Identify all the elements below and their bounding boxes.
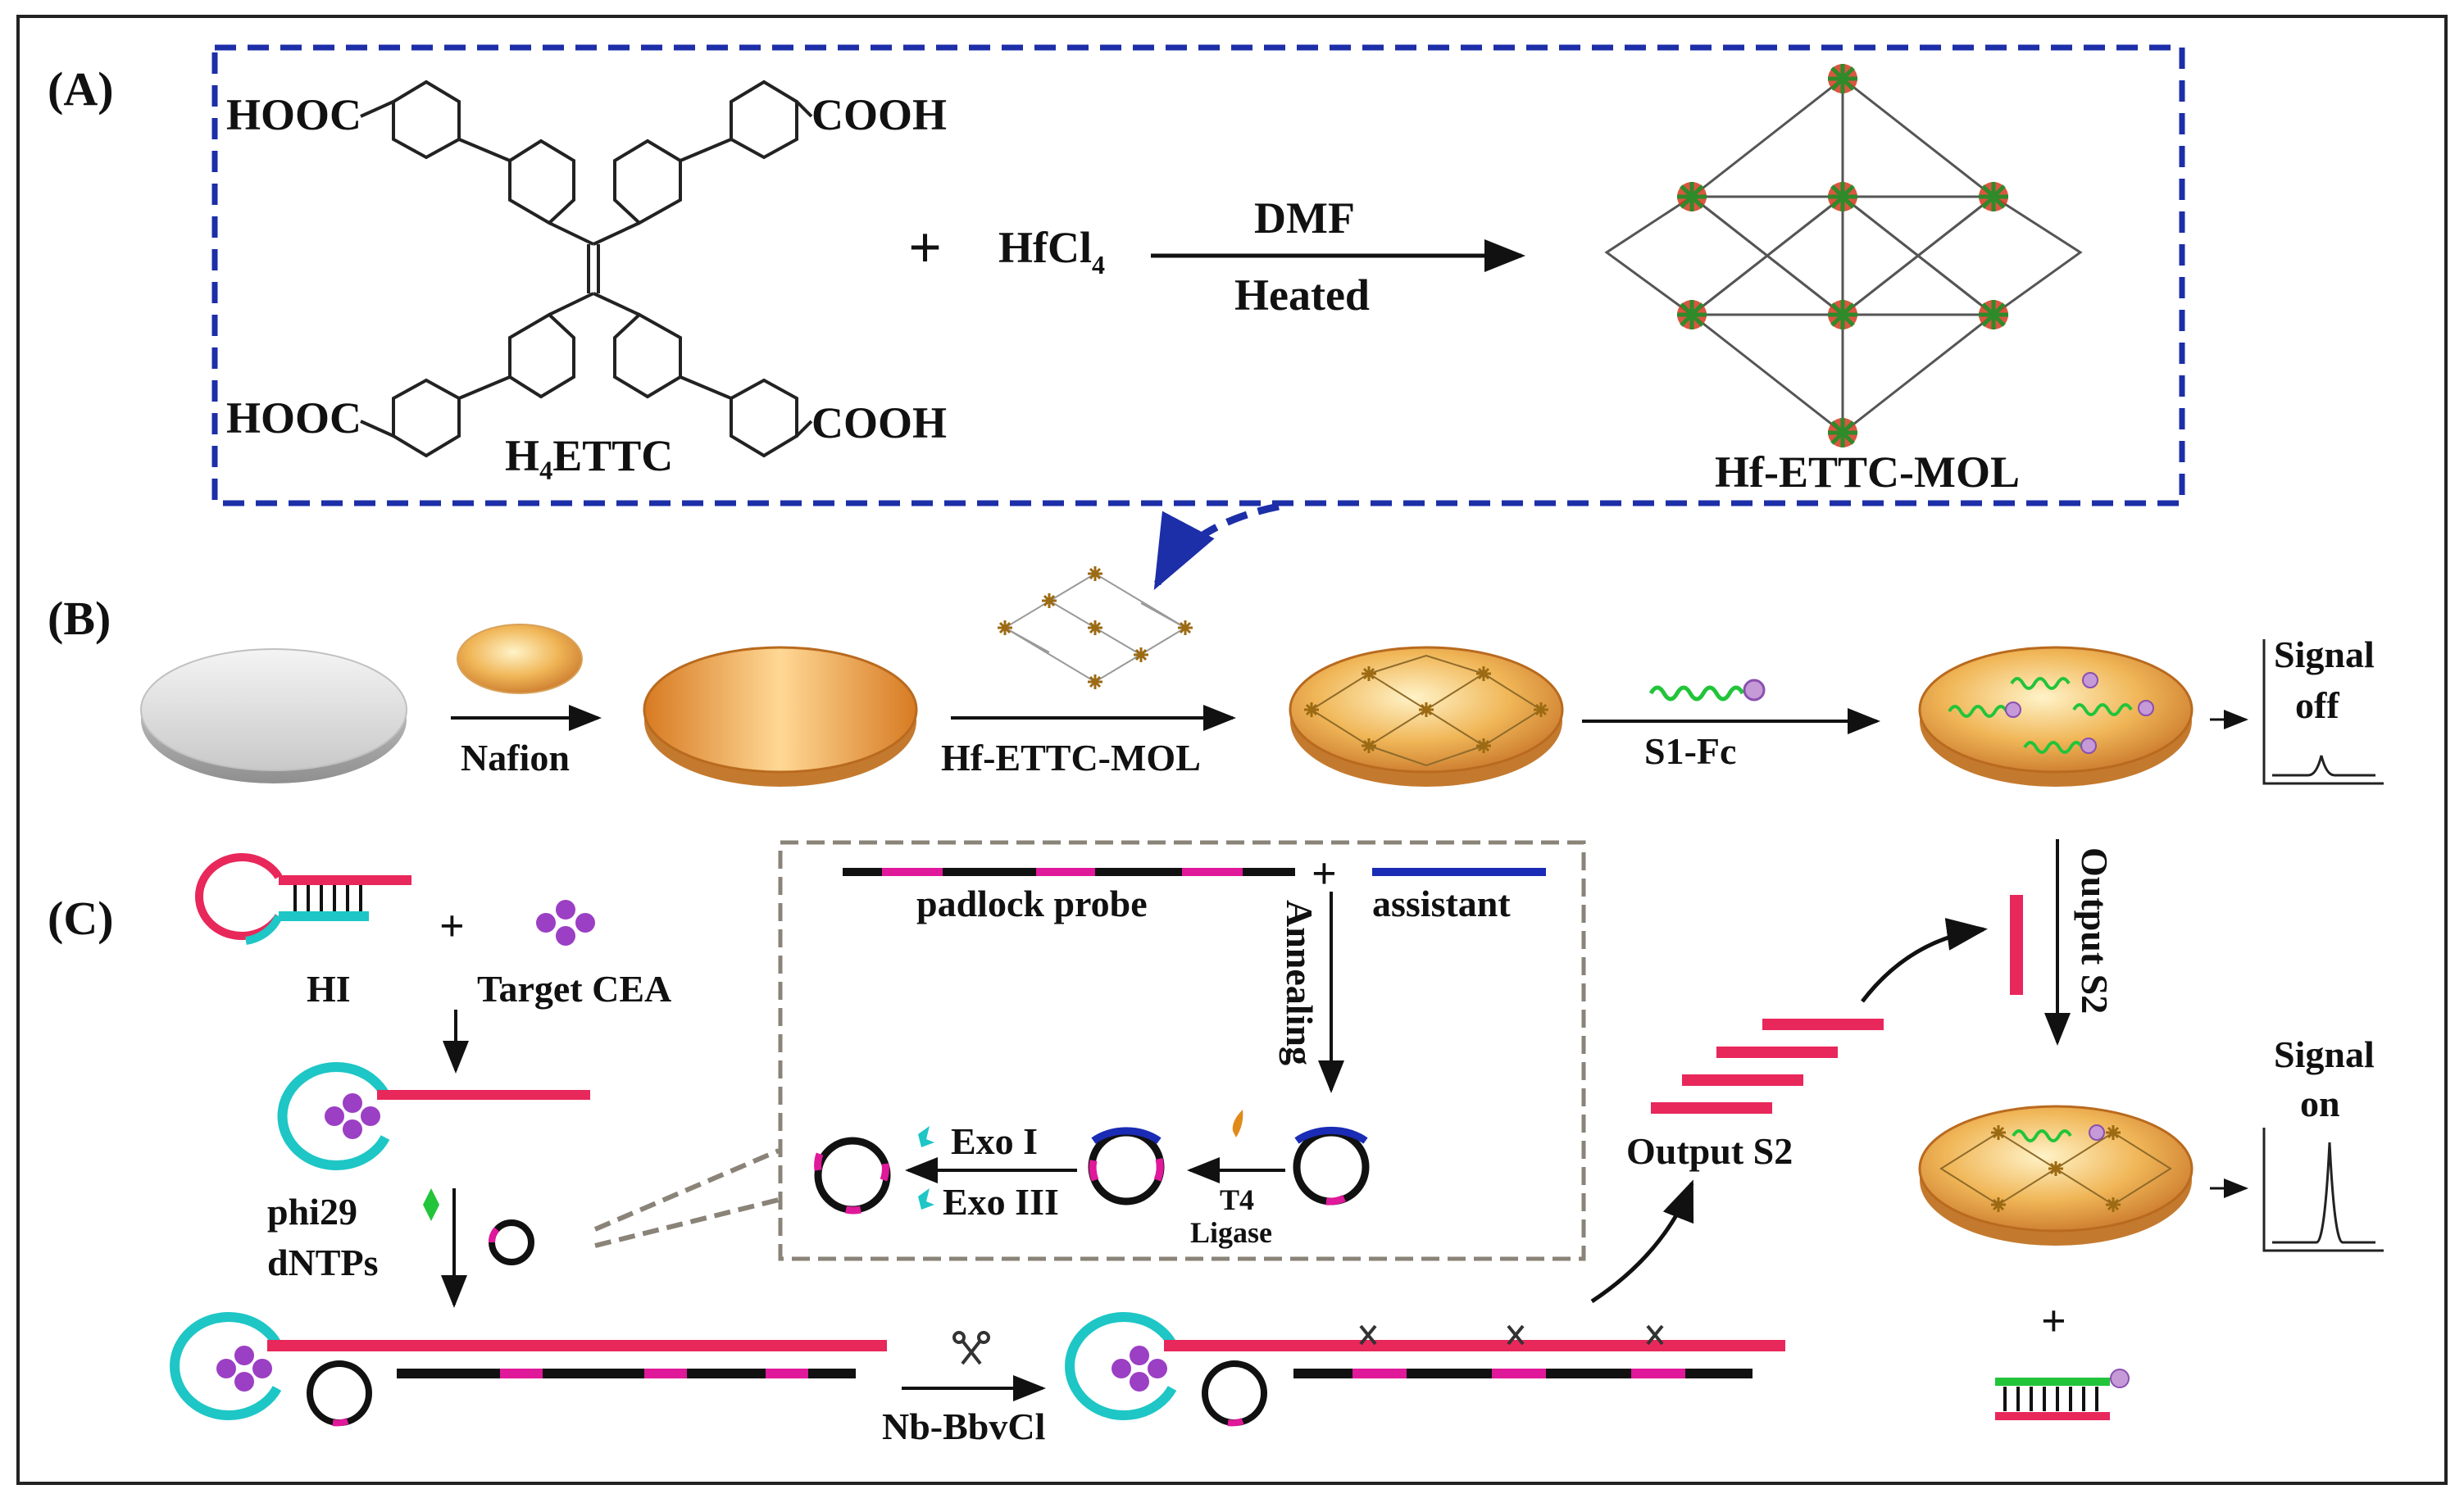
t4-label: T4 <box>1220 1183 1254 1216</box>
mol-modified-electrode <box>1289 646 1564 787</box>
annealed-padlock <box>1293 1126 1370 1206</box>
nafion-disc <box>457 624 583 694</box>
phi29-label: phi29 <box>267 1191 357 1233</box>
signal-off-plot <box>2262 639 2384 785</box>
ligase-label: Ligase <box>1190 1216 1272 1249</box>
hf-ettc-mol-lattice <box>1604 64 2083 447</box>
signal-off-line2: off <box>2295 684 2339 726</box>
plus-c2: + <box>1312 849 1337 898</box>
signal-on-line2: on <box>2300 1083 2340 1124</box>
annealing-label: Annealing <box>1279 900 1321 1065</box>
exo-icons <box>918 1126 934 1210</box>
s1-fc-label: S1-Fc <box>1644 730 1736 772</box>
nb-bbvcl-label: Nb-BbvCl <box>882 1405 1045 1447</box>
hi-cea-complex <box>277 1062 590 1170</box>
cea-target <box>536 900 595 946</box>
exo3-label: Exo III <box>943 1181 1059 1223</box>
signal-off-line1: Signal <box>2274 633 2375 675</box>
panel-a-label: (A) <box>48 62 114 116</box>
plus-a: + <box>908 215 942 280</box>
rca-product-right <box>1065 1312 1785 1427</box>
assistant-label: assistant <box>1372 883 1511 924</box>
target-cea-label: Target CEA <box>477 968 671 1010</box>
s1-s2-duplex <box>1995 1369 2130 1420</box>
hooc-bottom-label: HOOC <box>226 393 361 443</box>
padlock-inset-box <box>778 840 1586 1261</box>
cooh-bottom-label: COOH <box>811 398 947 447</box>
ligated-padlock <box>1088 1127 1165 1206</box>
dntps-label: dNTPs <box>267 1242 378 1283</box>
nafion-label: Nafion <box>461 737 570 779</box>
heated-label: Heated <box>1234 270 1370 320</box>
h4ettc-structure <box>360 79 813 458</box>
hi-label: HI <box>307 968 351 1010</box>
probe-modified-electrode <box>1918 646 2194 787</box>
output-curve-arrow <box>1861 918 1988 1003</box>
h4ettc-label: H₄ETTC <box>505 431 673 480</box>
output-s2-label: Output S2 <box>1626 1130 1793 1172</box>
phi29-icon <box>423 1188 439 1221</box>
signal-on-electrode <box>1918 1105 2194 1246</box>
hfcl-label: HfCl4 <box>998 223 1105 279</box>
output-s2-vertical-label: Output S2 <box>2074 847 2116 1014</box>
rca-product-left <box>170 1312 887 1427</box>
circular-template <box>814 1137 891 1215</box>
panel-b-label: (B) <box>48 592 111 645</box>
zoom-connector <box>593 1148 780 1248</box>
panel-c-label: (C) <box>48 892 114 945</box>
release-curve-arrow <box>1590 1179 1694 1304</box>
cooh-top-label: COOH <box>811 90 947 139</box>
bare-electrode <box>140 648 407 783</box>
figure-border <box>16 15 2448 1485</box>
exo1-label: Exo I <box>951 1120 1038 1162</box>
scissors-icon <box>952 1331 990 1365</box>
dmf-label: DMF <box>1254 193 1355 243</box>
plus-c1: + <box>439 901 465 951</box>
s1-fc-probe <box>1648 679 1766 702</box>
circular-template-small <box>488 1219 534 1265</box>
nafion-modified-electrode <box>643 646 918 787</box>
hooc-top-label: HOOC <box>226 90 361 139</box>
signal-on-line1: Signal <box>2274 1033 2375 1075</box>
padlock-label: padlock probe <box>916 883 1148 924</box>
hf-ettc-mol-label: Hf-ETTC-MOL <box>1715 447 2020 497</box>
mol-step-label: Hf-ETTC-MOL <box>941 737 1201 779</box>
mol-lattice-small <box>996 565 1194 691</box>
panel-a-dashed-box <box>211 44 2185 506</box>
hi-hairpin <box>194 853 411 945</box>
connector-dashed-arrow <box>1153 502 1280 590</box>
ligase-icon <box>1232 1110 1243 1137</box>
output-s2-strands <box>1651 1019 1884 1114</box>
signal-on-plot <box>2262 1128 2384 1252</box>
plus-c3: + <box>2041 1296 2066 1346</box>
